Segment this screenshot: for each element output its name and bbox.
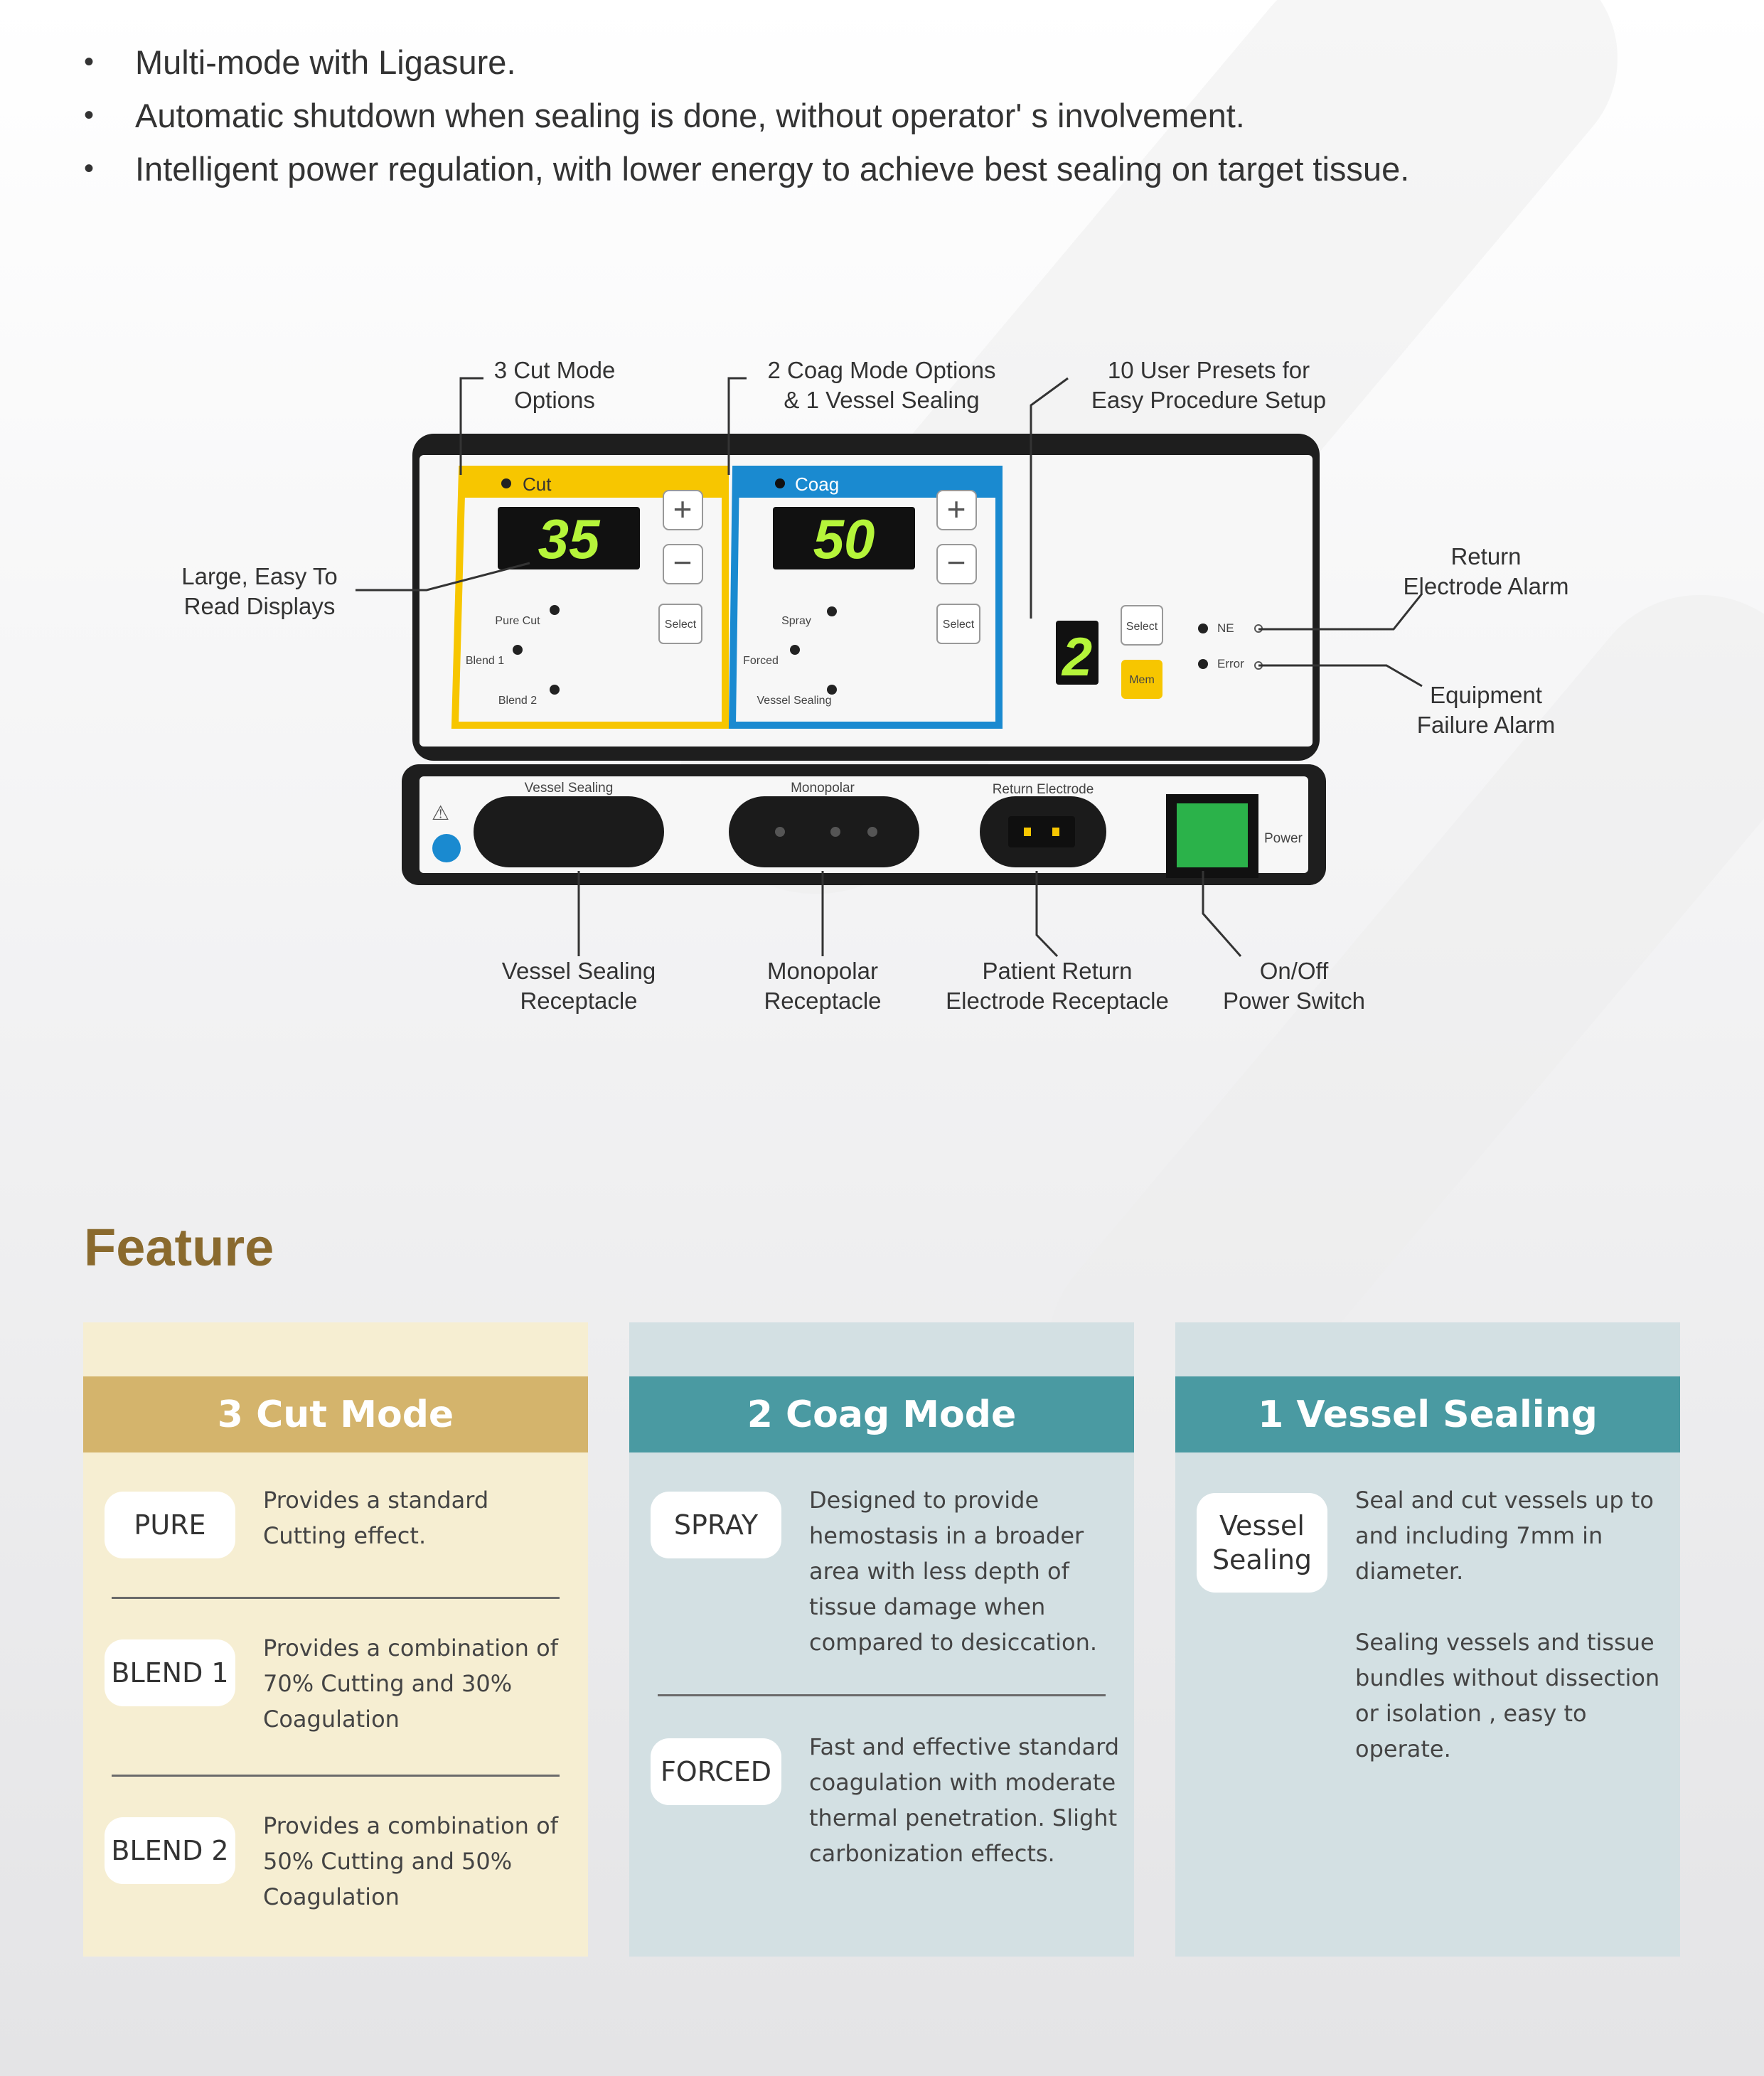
callout-return-receptacle: Patient Return Electrode Receptacle	[946, 958, 1169, 1014]
mode-label-blend-1: Blend 1	[466, 655, 504, 667]
power-switch-rocker[interactable]	[1177, 803, 1248, 867]
mode-tag-blend-1: BLEND 1	[105, 1639, 235, 1706]
cut-plus-button[interactable]	[663, 490, 703, 530]
vessel-sealing-receptacle	[474, 796, 664, 867]
bullet-item: •Automatic shutdown when sealing is done…	[84, 97, 1245, 134]
coag-display-value: 50	[813, 508, 875, 570]
mode-tag-vessel-sealing: Vessel Sealing	[1197, 1493, 1327, 1593]
return-electrode-port-label: Return Electrode	[993, 782, 1094, 797]
coag-plus-button[interactable]	[936, 490, 977, 530]
mode-tag-spray: SPRAY	[651, 1492, 781, 1558]
bullet-item: •Intelligent power regulation, with lowe…	[84, 150, 1410, 188]
mode-description-secondary: Sealing vessels and tissue bundles witho…	[1355, 1629, 1660, 1762]
callout-vessel-receptacle: Vessel Sealing Receptacle	[501, 958, 656, 1014]
power-label: Power	[1264, 831, 1303, 846]
card-header: 1 Vessel Sealing	[1175, 1376, 1680, 1452]
mode-description: Provides a standard Cutting effect.	[263, 1487, 489, 1549]
coag-select-button[interactable]	[936, 604, 980, 644]
feature-card-vessel-sealing: 1 Vessel Sealing Vessel Sealing Seal and…	[1175, 1322, 1680, 1957]
mode-label-forced: Forced	[743, 655, 779, 667]
cut-label: Cut	[523, 473, 552, 495]
info-icon	[432, 834, 461, 862]
divider	[112, 1775, 560, 1777]
callout-cut-mode: 3 Cut Mode Options	[493, 357, 616, 413]
feature-bullet-list: •Multi-mode with Ligasure. •Automatic sh…	[78, 36, 1409, 196]
monopolar-receptacle	[729, 796, 919, 867]
mode-tag-forced: FORCED	[651, 1738, 781, 1805]
cut-display	[498, 507, 640, 569]
bullet-item: •Multi-mode with Ligasure.	[84, 43, 516, 81]
coag-minus-button[interactable]	[936, 544, 977, 584]
coag-display	[773, 507, 915, 569]
coag-label: Coag	[795, 473, 839, 495]
mode-description: Designed to provide hemostasis in a broa…	[809, 1487, 1098, 1656]
mode-label-pure-cut: Pure Cut	[495, 615, 540, 627]
mode-description: Fast and effective standard coagulation …	[809, 1733, 1120, 1867]
preset-display	[1056, 621, 1099, 685]
svg-text:Select: Select	[665, 619, 697, 631]
mode-description: Seal and cut vessels up to and including…	[1355, 1487, 1654, 1585]
callout-power-switch: On/Off Power Switch	[1223, 958, 1365, 1014]
cut-minus-button[interactable]	[663, 544, 703, 584]
cut-select-button[interactable]	[658, 604, 702, 644]
mode-tag-blend-2: BLEND 2	[105, 1817, 235, 1884]
mode-tag-pure: PURE	[105, 1492, 235, 1558]
callout-presets: 10 User Presets for Easy Procedure Setup	[1091, 357, 1327, 413]
callout-return-alarm: Return Electrode Alarm	[1403, 543, 1569, 599]
plus-icon: +	[947, 491, 966, 528]
mode-description: Provides a combination of 70% Cutting an…	[263, 1634, 558, 1733]
feature-card-coag: 2 Coag Mode SPRAY Designed to provide he…	[629, 1322, 1134, 1957]
device-top-panel	[419, 455, 1313, 747]
callout-coag-mode: 2 Coag Mode Options & 1 Vessel Sealing	[767, 357, 996, 413]
callout-failure-alarm: Equipment Failure Alarm	[1416, 682, 1556, 738]
minus-icon: −	[947, 544, 966, 581]
svg-text:Select: Select	[943, 619, 975, 631]
minus-icon: −	[673, 544, 693, 581]
divider	[658, 1694, 1106, 1696]
card-header: 3 Cut Mode	[83, 1376, 588, 1452]
cut-display-value: 35	[538, 508, 601, 570]
warning-icon: ⚠	[432, 802, 449, 824]
ne-indicator	[1198, 624, 1208, 633]
device-illustration: Cut 35 + − Pure Cut Blend 1 Blend 2 Sele…	[356, 377, 1423, 958]
card-header: 2 Coag Mode	[629, 1376, 1134, 1452]
mode-description: Provides a combination of 50% Cutting an…	[263, 1812, 558, 1910]
svg-text:Error: Error	[1217, 657, 1244, 670]
leader-lines	[356, 377, 1423, 958]
device-diagram: Cut 35 + − Pure Cut Blend 1 Blend 2 Sele…	[0, 341, 1764, 1038]
svg-text:NE: NE	[1217, 621, 1234, 635]
preset-display-value: 2	[1061, 627, 1092, 687]
plus-icon: +	[673, 491, 693, 528]
vessel-sealing-port-label: Vessel Sealing	[525, 781, 614, 796]
feature-title: Feature	[84, 1218, 274, 1277]
feature-card-cut: 3 Cut Mode PURE Provides a standard Cutt…	[83, 1322, 588, 1957]
svg-text:Mem: Mem	[1129, 674, 1155, 686]
divider	[112, 1597, 560, 1599]
monopolar-port-label: Monopolar	[791, 781, 855, 796]
callout-displays: Large, Easy To Read Displays	[181, 563, 338, 619]
callout-monopolar-receptacle: Monopolar Receptacle	[764, 958, 882, 1014]
mode-label-blend-2: Blend 2	[498, 695, 537, 707]
error-indicator	[1198, 659, 1208, 669]
mem-button[interactable]	[1121, 660, 1162, 699]
mode-label-spray: Spray	[781, 615, 811, 627]
mode-label-vessel-sealing: Vessel Sealing	[757, 695, 832, 707]
svg-text:Select: Select	[1126, 621, 1158, 633]
preset-select-button[interactable]	[1121, 605, 1163, 646]
